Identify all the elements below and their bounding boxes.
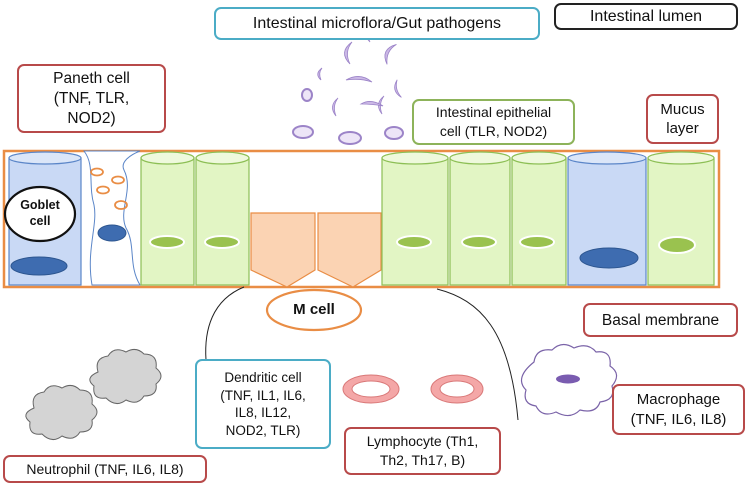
neutrophil-cells [25,348,162,440]
dendritic-cell-label: Dendritic cell (TNF, IL1, IL6, IL8, IL12… [195,359,331,449]
lymphocyte-label: Lymphocyte (Th1, Th2, Th17, B) [344,427,501,475]
connector-macrophage [436,288,519,421]
goblet-cell-left [8,151,82,286]
lymphocyte-cells [342,374,484,404]
epithelial-cell [647,151,715,286]
epithelial-cell [195,151,250,286]
goblet-cell-label: Goblet cell [20,198,60,228]
microflora-label: Intestinal microflora/Gut pathogens [214,7,540,40]
epithelial-cell-label: Intestinal epithelial cell (TLR, NOD2) [412,99,575,145]
epithelial-cell [381,151,449,286]
mucus-layer-label: Mucus layer [646,94,719,144]
bacteria-rods [292,88,404,145]
connector-dendritic [205,286,245,361]
lumen-label: Intestinal lumen [554,3,738,30]
paneth-cell-label: Paneth cell (TNF, TLR, NOD2) [17,64,166,133]
neutrophil-label: Neutrophil (TNF, IL6, IL8) [3,455,207,483]
goblet-label-ellipse [3,185,77,243]
paneth-cell-shape [82,150,141,286]
basal-membrane-label: Basal membrane [583,303,738,337]
epithelial-cell [511,151,567,286]
epithelial-cell [140,151,195,286]
m-cell-label: M cell [293,301,335,318]
goblet-cell-right [567,151,647,286]
macrophage-label: Macrophage (TNF, IL6, IL8) [612,384,745,435]
macrophage-cell [520,343,618,417]
m-cell-label-ellipse [265,288,363,332]
m-cell-shape [250,212,382,288]
epithelial-cell [449,151,511,286]
